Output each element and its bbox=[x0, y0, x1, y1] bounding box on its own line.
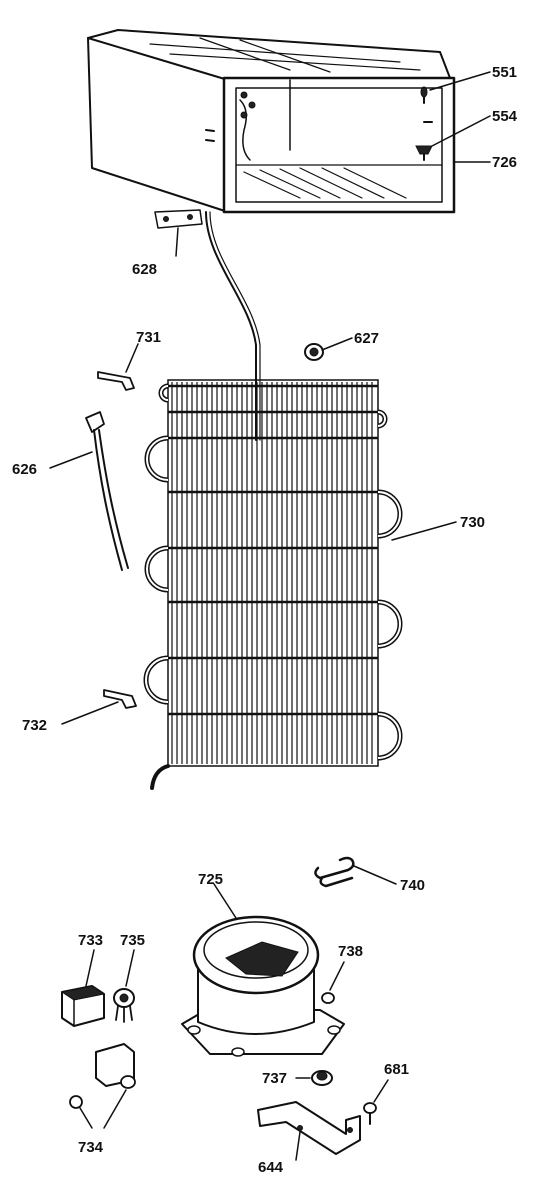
callout-554: 554 bbox=[492, 108, 518, 125]
callouts: 551 554 726 628 627 731 626 730 732 725 … bbox=[12, 64, 518, 1176]
callout-734: 734 bbox=[78, 1139, 104, 1156]
part-554-fastener bbox=[415, 121, 433, 161]
leader-lines bbox=[49, 71, 491, 1161]
part-731-clip bbox=[97, 371, 135, 391]
callout-726: 726 bbox=[492, 154, 517, 171]
callout-733: 733 bbox=[78, 932, 103, 949]
callout-731: 731 bbox=[136, 329, 161, 346]
callout-735: 735 bbox=[120, 932, 145, 949]
part-725-compressor bbox=[181, 915, 345, 1057]
callout-626: 626 bbox=[12, 461, 37, 478]
callout-551: 551 bbox=[492, 64, 517, 81]
part-738-grommet bbox=[321, 992, 335, 1004]
part-551-screw bbox=[420, 86, 428, 104]
callout-738: 738 bbox=[338, 943, 363, 960]
callout-730: 730 bbox=[460, 514, 485, 531]
part-733-relay bbox=[60, 985, 106, 1027]
callout-737: 737 bbox=[262, 1070, 287, 1087]
callout-740: 740 bbox=[400, 877, 425, 894]
part-740-spring-clip bbox=[314, 856, 355, 888]
part-734-cover bbox=[69, 1043, 136, 1109]
part-644-bracket bbox=[257, 1101, 361, 1155]
callout-725: 725 bbox=[198, 871, 223, 888]
callout-627: 627 bbox=[354, 330, 379, 347]
part-628-bracket bbox=[154, 209, 203, 229]
part-735-overload bbox=[113, 988, 135, 1023]
callout-644: 644 bbox=[258, 1159, 284, 1176]
part-737-grommet bbox=[311, 1070, 333, 1086]
callout-681: 681 bbox=[384, 1061, 409, 1078]
part-626-wire-harness bbox=[85, 411, 129, 571]
part-627-grommet bbox=[304, 343, 324, 361]
part-730-condenser bbox=[143, 379, 403, 790]
refrigerant-tubing bbox=[205, 211, 257, 441]
callout-732: 732 bbox=[22, 717, 47, 734]
part-726-cabinet bbox=[87, 29, 456, 214]
part-681-screw bbox=[363, 1102, 377, 1125]
part-732-clip bbox=[103, 689, 137, 709]
callout-628: 628 bbox=[132, 261, 157, 278]
